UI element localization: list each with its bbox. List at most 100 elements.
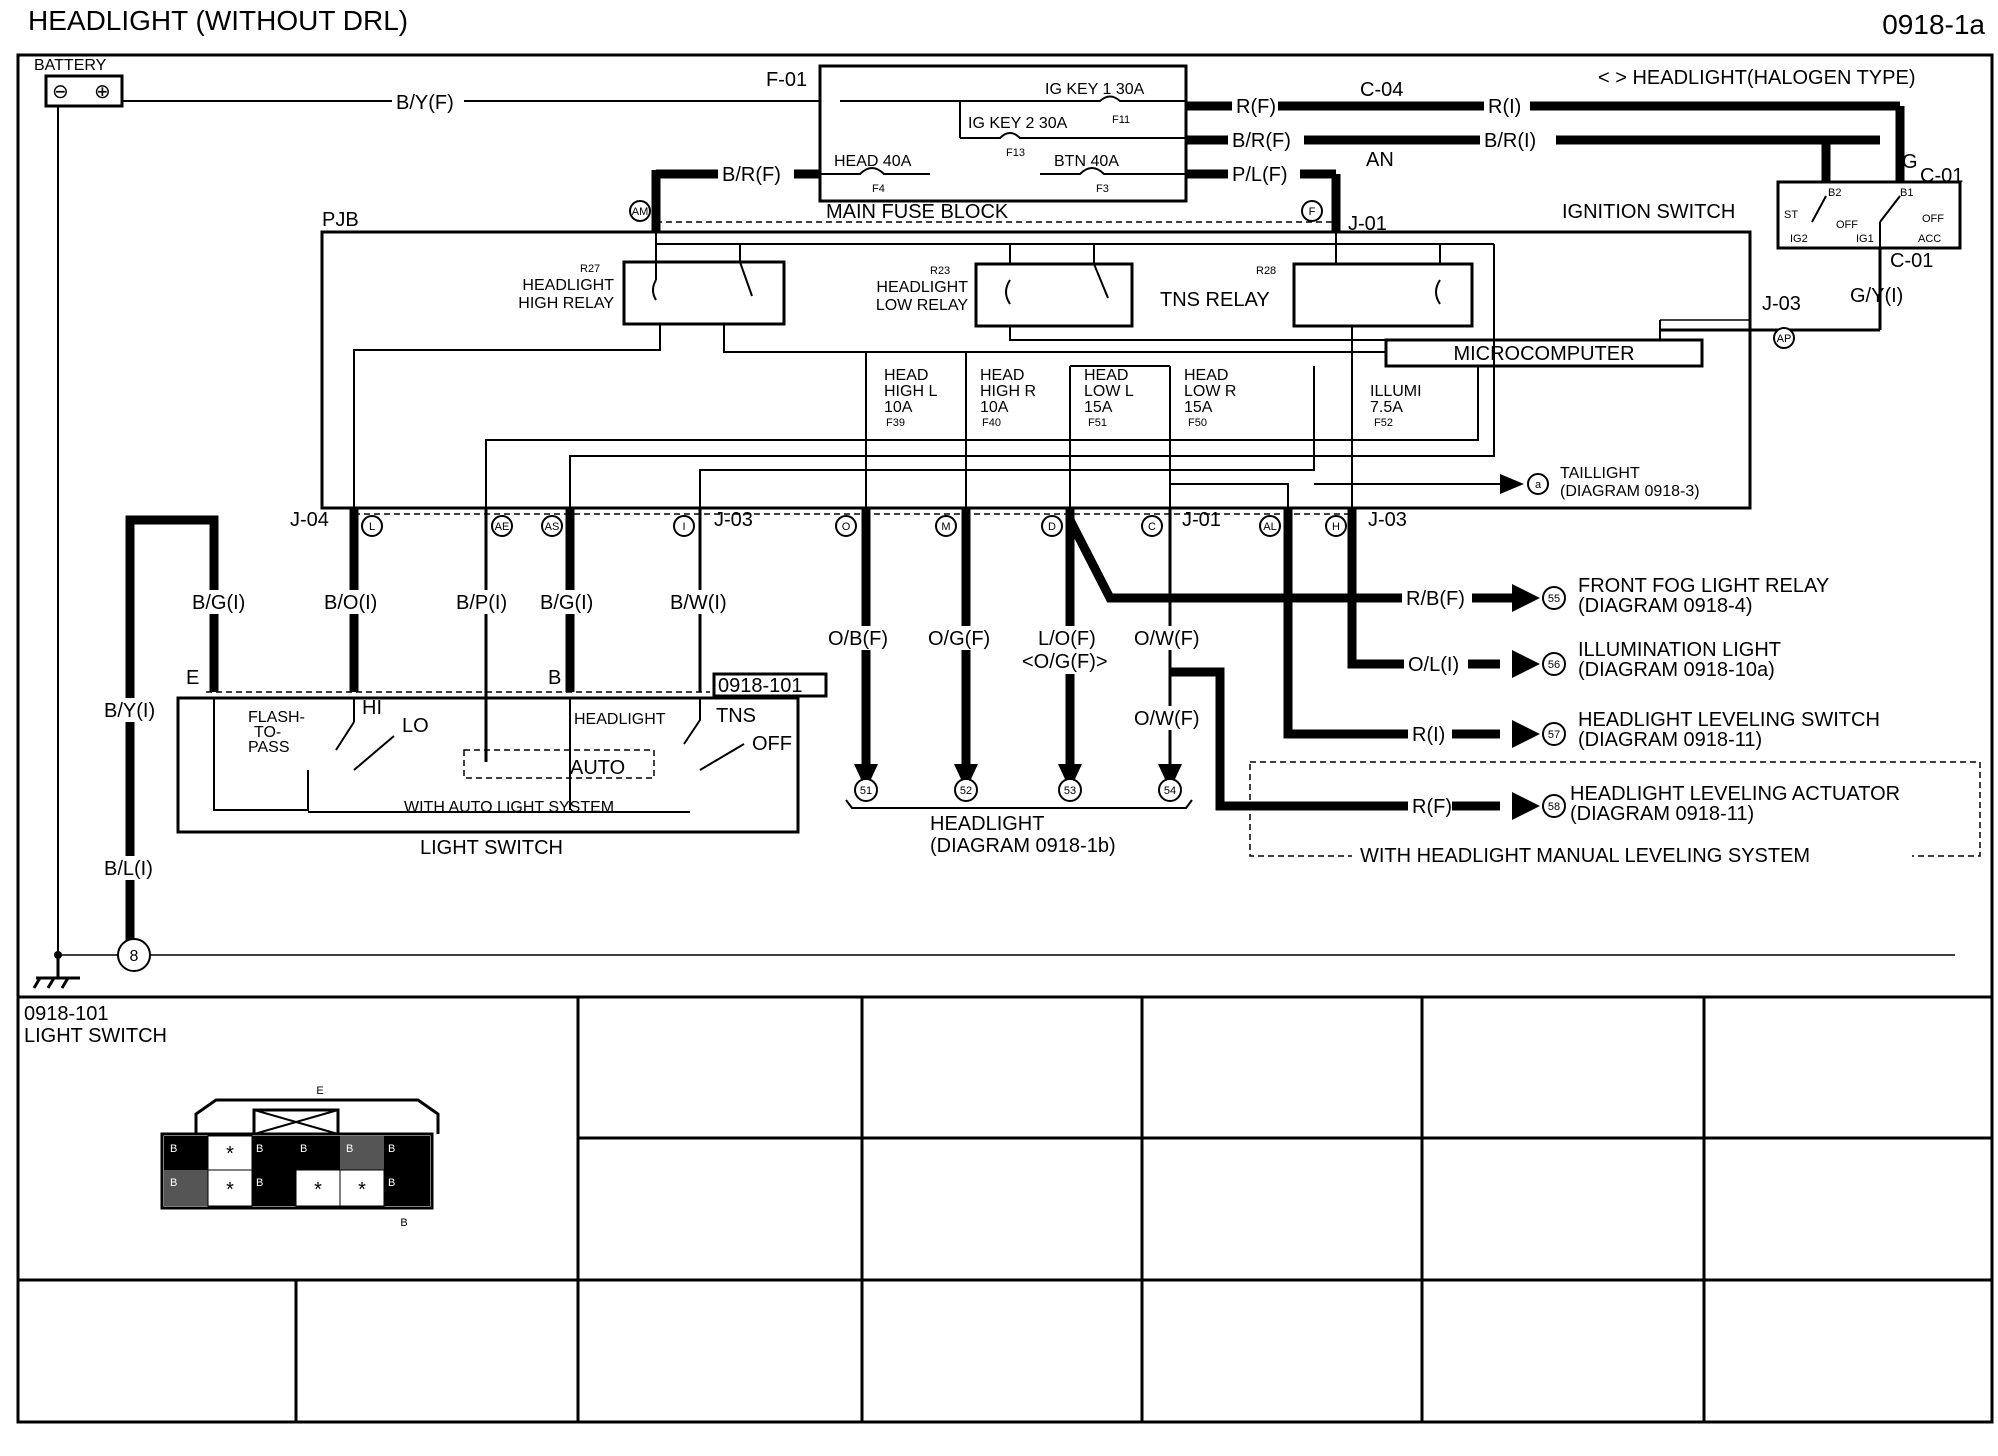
fuse-hl-1: HEAD (884, 367, 928, 384)
battery-symbol (44, 74, 124, 108)
switch-hi: HI (362, 697, 382, 719)
pin-d-label: D (1048, 521, 1056, 533)
pin-52-label: 52 (960, 785, 972, 797)
connector-an: AN (1366, 149, 1394, 171)
light-switch-connector-face: E B * B B B B W B * B * * B B (160, 1085, 440, 1229)
ig-key1-fuse-code: F11 (1112, 114, 1130, 126)
cell-7 (164, 1170, 208, 1206)
pin-h-label: H (1332, 521, 1340, 533)
ignition-ig2: IG2 (1790, 233, 1808, 245)
ground-point-circle (117, 938, 151, 972)
label-bg (1484, 94, 1530, 118)
flash-3: PASS (248, 739, 290, 756)
high-relay-out (353, 324, 661, 508)
wire-br-f-label: B/R(F) (1232, 130, 1291, 152)
label-bg (1352, 844, 1912, 868)
pin-56-label: 56 (1548, 659, 1560, 671)
ignition-st: ST (1784, 209, 1798, 221)
low-relay-to-micro (1009, 326, 1386, 341)
high-relay-code: R27 (580, 263, 600, 275)
label-bg (392, 92, 464, 112)
ig-key1-fuse-label: IG KEY 1 30A (1045, 81, 1145, 98)
fuse-lr-2: LOW R (1184, 383, 1236, 400)
conn-j03b: J-03 (1368, 509, 1407, 531)
pin-57 (1542, 722, 1566, 746)
pin-52 (954, 778, 978, 802)
arrow-55-icon (1512, 584, 1540, 612)
fuse-il-code: F52 (1374, 417, 1393, 429)
light-switch-label: LIGHT SWITCH (420, 837, 563, 859)
headlight-out-label: HEADLIGHT (930, 813, 1044, 835)
cell-5-label: B (346, 1143, 353, 1155)
light-switch-connector-tag (712, 672, 828, 698)
wire-ow-f: O/W(F) (1134, 628, 1200, 650)
high-relay-coil (652, 244, 753, 301)
ignition-switch-label: IGNITION SWITCH (1562, 201, 1735, 223)
label-bg (1130, 626, 1210, 650)
ig-key2-fuse-label: IG KEY 2 30A (968, 115, 1068, 132)
head-fuse-icon (820, 167, 930, 175)
leveling-system-label: WITH HEADLIGHT MANUAL LEVELING SYSTEM (1360, 845, 1810, 867)
ignition-contacts (1811, 195, 1901, 248)
pin-al-label: AL (1263, 521, 1276, 533)
wire-r-i-label: R(I) (1488, 96, 1521, 118)
label-bg (824, 626, 904, 650)
label-bg (100, 698, 160, 722)
conn-face-key-x (253, 1109, 339, 1135)
switch-lo: LO (402, 715, 429, 737)
cell-1-label: B (170, 1143, 177, 1155)
out-levsw-name: HEADLIGHT LEVELING SWITCH (1578, 709, 1880, 731)
arrow-56-icon (1512, 650, 1540, 678)
fuse-lr-code: F50 (1188, 417, 1207, 429)
wire-bg-by-bl (125, 515, 219, 958)
pjb-internal-3 (699, 366, 1315, 508)
page-code: 0918-1a (1882, 9, 1985, 40)
fuse-ll-3: 15A (1084, 399, 1113, 416)
switch-auto: AUTO (570, 757, 625, 779)
light-switch (176, 696, 800, 834)
connector-c04: C-04 (1360, 79, 1403, 101)
headlight-low-relay (974, 262, 1134, 328)
wire-bg-i-2: B/G(I) (540, 592, 593, 614)
pin-m-label: M (941, 521, 950, 533)
pin-58-label: 58 (1548, 801, 1560, 813)
label-bg (1402, 586, 1472, 610)
label-bg (1228, 162, 1300, 186)
pjb-box (320, 230, 1752, 510)
pin-55-label: 55 (1548, 593, 1560, 605)
switch-off: OFF (752, 733, 792, 755)
label-bg (100, 856, 160, 880)
pin-as (541, 515, 563, 537)
pin-i-label: I (682, 521, 685, 533)
low-relay-label-2: LOW RELAY (876, 297, 969, 314)
wire-r-f (1170, 667, 1500, 811)
pin-f-label: F (1309, 206, 1316, 218)
fuse-hl-2: HIGH L (884, 383, 937, 400)
cell-5 (340, 1136, 384, 1170)
headlight-bracket (845, 799, 1193, 809)
taillight-label: TAILLIGHT (1560, 465, 1640, 482)
label-bg (718, 162, 794, 186)
pin-58 (1542, 794, 1566, 818)
ignition-ig1: IG1 (1856, 233, 1874, 245)
cell-11-label: * (358, 1179, 366, 1201)
ig-key1-fuse-icon (840, 95, 1186, 102)
pjb-label: PJB (322, 209, 359, 231)
taillight-ref: (DIAGRAM 0918-3) (1560, 483, 1700, 500)
wire-lo-alt: <O/G(F)> (1022, 651, 1108, 673)
wire-og-f: O/G(F) (928, 628, 990, 650)
fuse-hr-3: 10A (980, 399, 1009, 416)
leveling-system-box (1249, 761, 1981, 857)
wire-rb (1065, 517, 1500, 603)
connector-table (18, 997, 1992, 1422)
headlight-out-ref: (DIAGRAM 0918-1b) (930, 835, 1116, 857)
auto-box (463, 749, 655, 779)
light-switch-connector: 0918-101 (718, 675, 803, 697)
pin-c-label: C (1148, 521, 1156, 533)
high-relay-to-micro (723, 324, 1386, 353)
fuse-ll-1: HEAD (1084, 367, 1128, 384)
cell-6 (384, 1136, 430, 1170)
ignition-off2: OFF (1922, 213, 1944, 225)
battery-wire-label: B/Y(F) (396, 92, 454, 114)
